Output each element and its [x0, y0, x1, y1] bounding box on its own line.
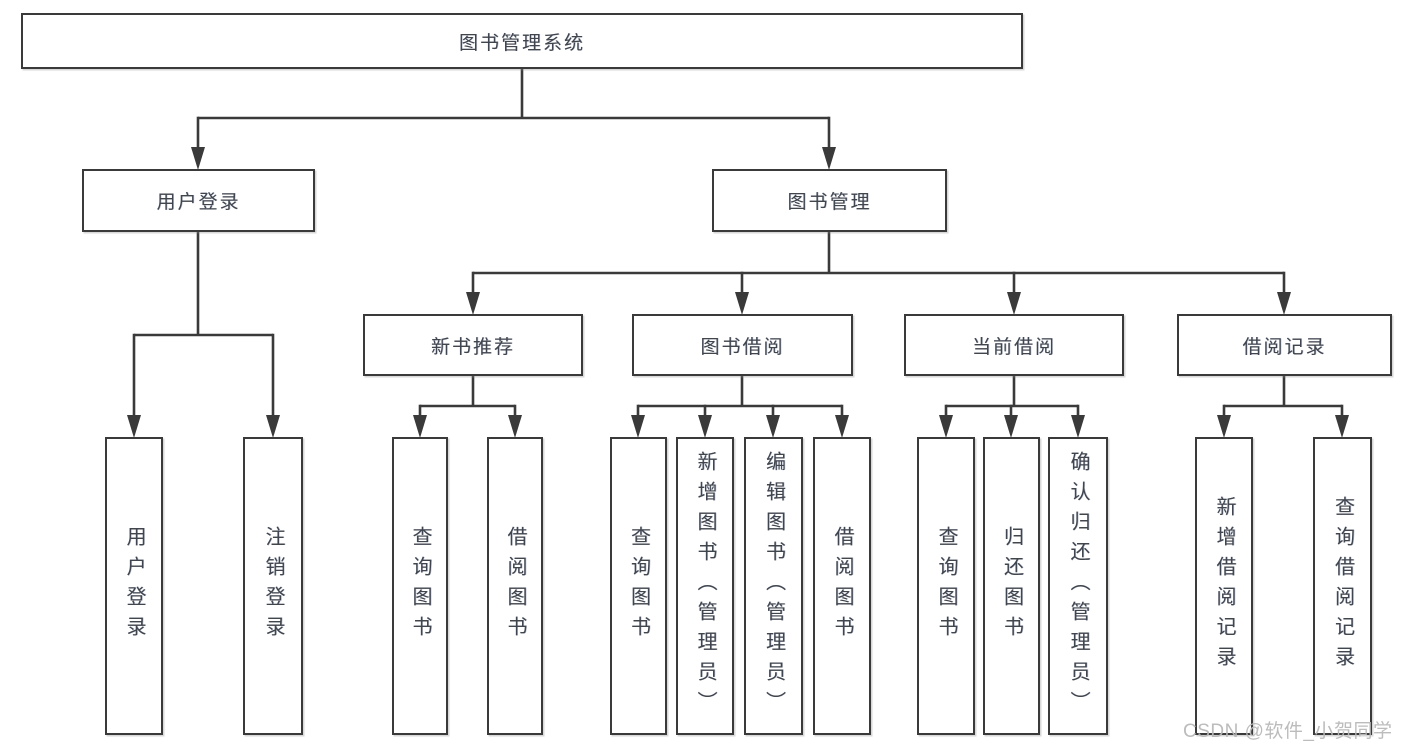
leaf-current-return-books: 归还图书 [983, 437, 1040, 735]
leaf-records-add-borrow-record: 新增借阅记录 [1195, 437, 1253, 735]
node-label: 图书借阅 [700, 336, 785, 358]
node-label: 图书管理系统 [458, 32, 585, 54]
node-book-management: 图书管理 [712, 169, 947, 232]
node-label: 用户登录 [156, 192, 241, 213]
leaf-logout: 注销登录 [243, 437, 303, 735]
node-book-borrowing: 图书借阅 [632, 314, 853, 376]
leaf-current-confirm-return-admin: 确认归还（管理员） [1048, 437, 1108, 735]
node-label: 新增图书（管理员） [694, 451, 716, 721]
node-label: 注销登录 [262, 526, 284, 646]
leaf-borrowing-borrow-books: 借阅图书 [813, 437, 871, 735]
node-label: 归还图书 [1000, 526, 1023, 646]
node-label: 借阅记录 [1242, 336, 1327, 358]
node-label: 查询图书 [627, 526, 650, 646]
node-label: 借阅图书 [504, 526, 526, 646]
leaf-recommend-query-books: 查询图书 [392, 437, 448, 735]
leaf-recommend-borrow-books: 借阅图书 [487, 437, 543, 735]
node-user-login: 用户登录 [82, 169, 315, 232]
leaf-borrowing-edit-books-admin: 编辑图书（管理员） [744, 437, 803, 735]
node-label: 查询图书 [935, 526, 957, 646]
node-label: 查询图书 [409, 526, 431, 646]
leaf-borrowing-add-books-admin: 新增图书（管理员） [676, 437, 734, 735]
leaf-current-query-books: 查询图书 [917, 437, 975, 735]
node-new-book-recommend: 新书推荐 [363, 314, 583, 376]
node-label: 新增借阅记录 [1213, 496, 1235, 676]
node-borrow-records: 借阅记录 [1177, 314, 1392, 376]
node-label: 图书管理 [787, 192, 872, 213]
node-label: 用户登录 [123, 526, 145, 646]
node-label: 查询借阅记录 [1331, 496, 1354, 676]
node-label: 当前借阅 [971, 336, 1056, 358]
node-library-system-root: 图书管理系统 [21, 13, 1023, 69]
leaf-user-login: 用户登录 [105, 437, 163, 735]
node-current-borrowing: 当前借阅 [904, 314, 1124, 376]
node-label: 借阅图书 [831, 526, 853, 646]
leaf-borrowing-query-books: 查询图书 [610, 437, 667, 735]
node-label: 编辑图书（管理员） [762, 451, 785, 721]
node-label: 新书推荐 [430, 336, 515, 358]
leaf-records-query-borrow-record: 查询借阅记录 [1313, 437, 1372, 735]
node-label: 确认归还（管理员） [1067, 451, 1089, 721]
csdn-watermark: CSDN @软件_小贺同学 [1183, 721, 1393, 742]
